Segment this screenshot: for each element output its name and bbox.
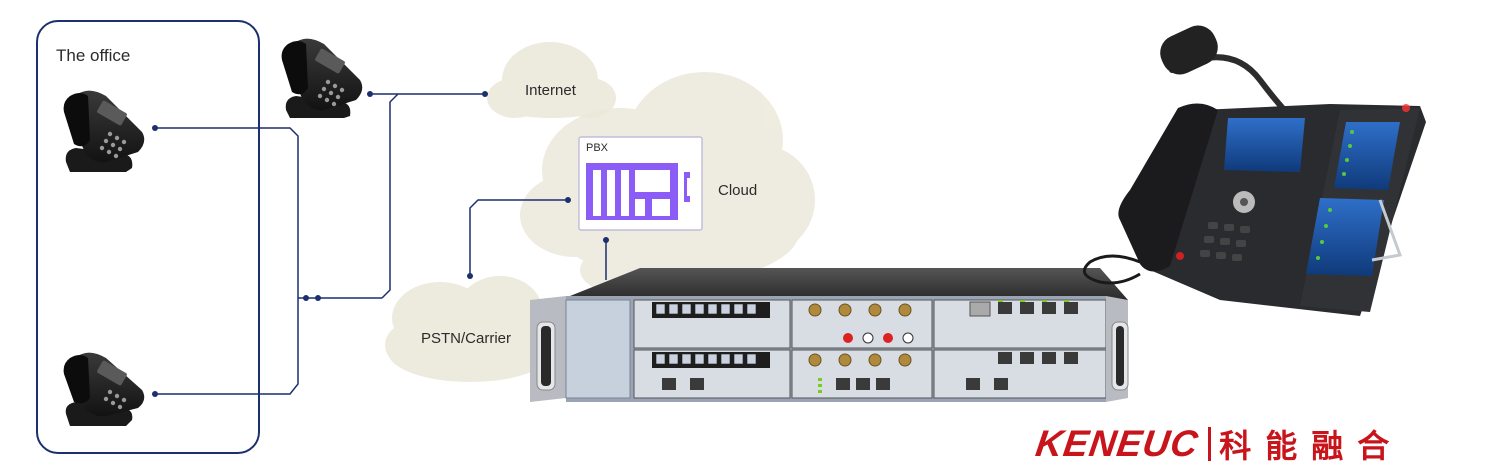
connection-lines bbox=[155, 93, 607, 395]
office-label: The office bbox=[56, 46, 131, 65]
desk-phone-top bbox=[281, 38, 363, 118]
cloud-internet bbox=[487, 42, 616, 118]
cloud-label: Cloud bbox=[718, 182, 758, 199]
logo-chinese-text: 科能融合 bbox=[1219, 427, 1404, 465]
office-boundary bbox=[36, 20, 260, 454]
desk-phone-left-bottom bbox=[63, 352, 145, 426]
pbx-icon bbox=[578, 136, 703, 231]
executive-ip-phone bbox=[1082, 25, 1426, 316]
rack-gateway bbox=[530, 268, 1129, 402]
logo-latin-text: KENEUC bbox=[1033, 423, 1202, 464]
pstn-label: PSTN/Carrier bbox=[421, 330, 512, 347]
internet-label: Internet bbox=[525, 82, 576, 99]
cloud-pstn bbox=[385, 276, 552, 382]
pbx-label: PBX bbox=[586, 142, 609, 154]
keneuc-logo: KENEUC 科能融合 bbox=[1033, 423, 1404, 465]
logo-divider bbox=[1208, 427, 1212, 461]
desk-phone-left-top bbox=[63, 90, 145, 172]
